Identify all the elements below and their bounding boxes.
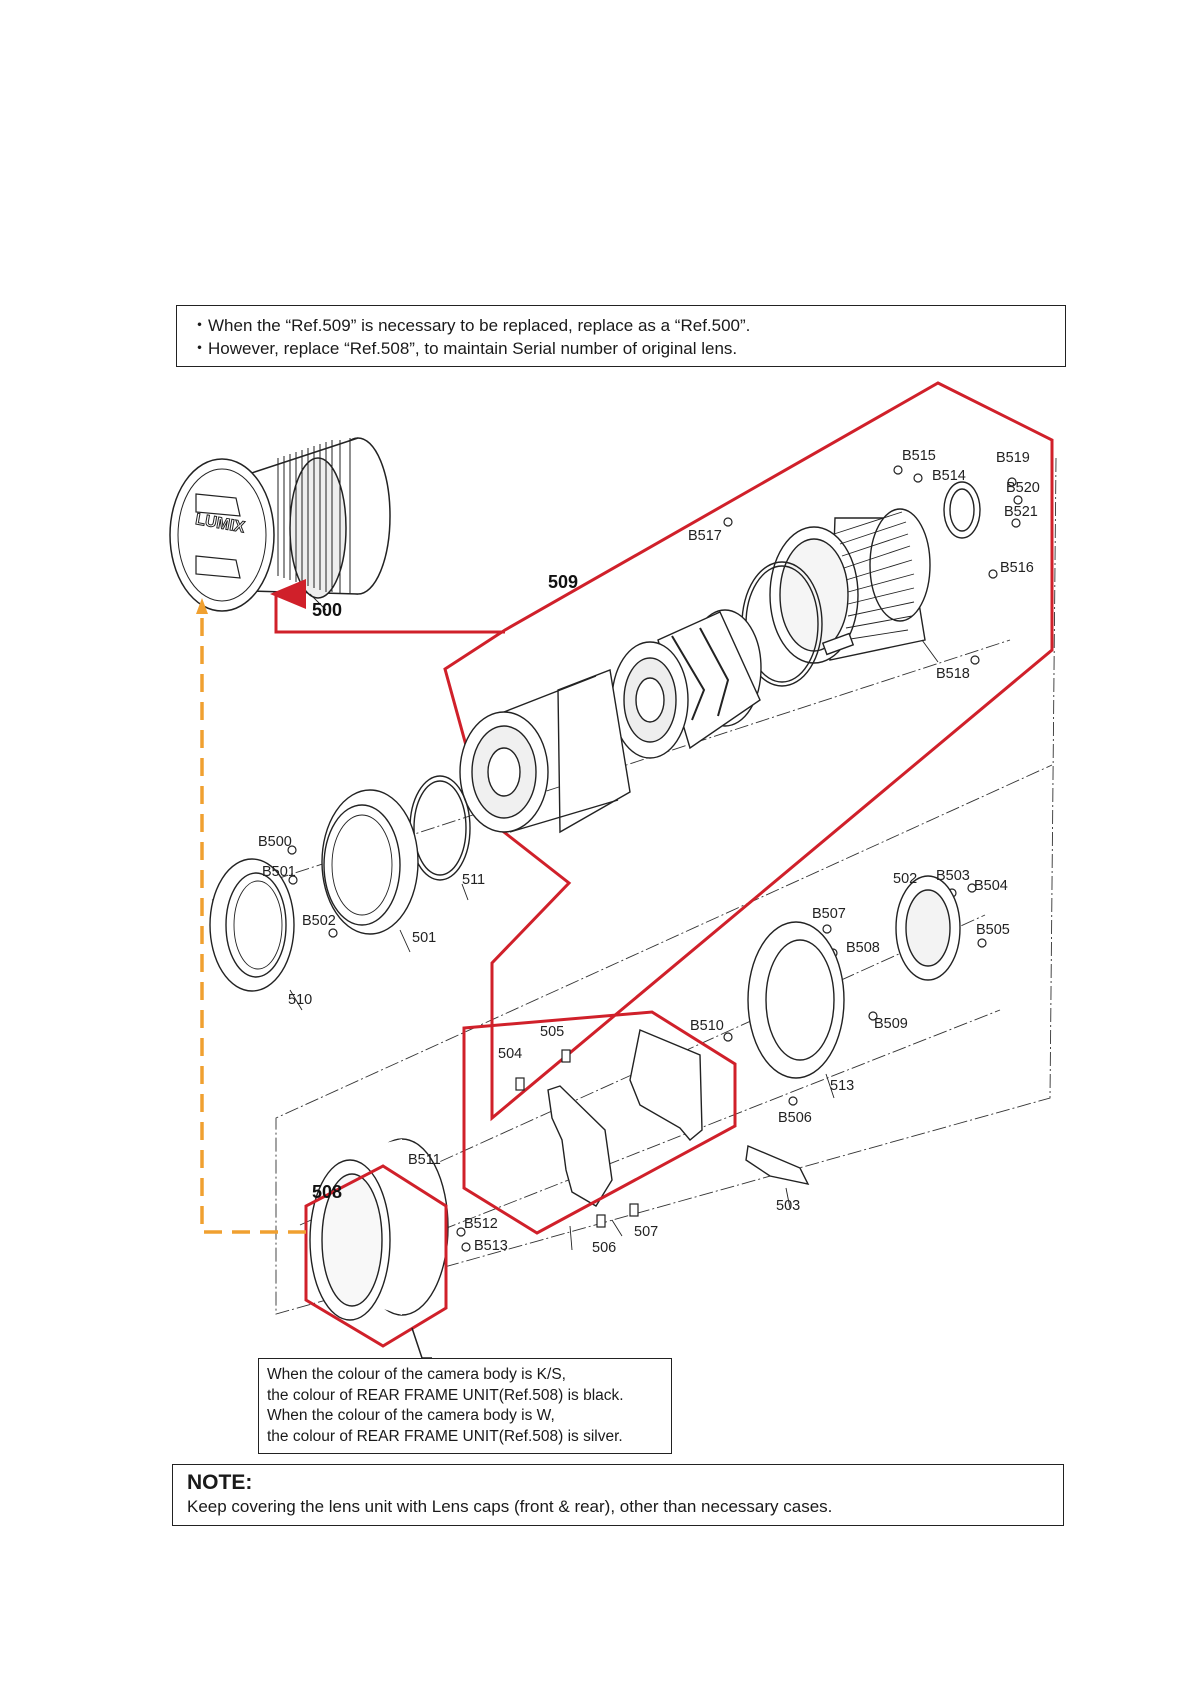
replacement-note-line-1: ・When the “Ref.509” is necessary to be r…	[191, 316, 751, 335]
label-B518: B518	[936, 666, 970, 682]
label-B505: B505	[976, 922, 1010, 938]
label-B501: B501	[262, 864, 296, 880]
label-B514: B514	[932, 468, 966, 484]
label-513: 513	[830, 1078, 854, 1094]
label-509: 509	[548, 572, 578, 592]
label-503: 503	[776, 1198, 800, 1214]
label-B508: B508	[846, 940, 880, 956]
label-B503: B503	[936, 868, 970, 884]
replacement-note: ・When the “Ref.509” is necessary to be r…	[176, 305, 1066, 367]
label-B517: B517	[688, 528, 722, 544]
colour-note-line-4: the colour of REAR FRAME UNIT(Ref.508) i…	[267, 1427, 623, 1445]
flex-plate	[629, 1029, 703, 1141]
label-500: 500	[312, 600, 342, 620]
label-B506: B506	[778, 1110, 812, 1126]
label-B513: B513	[474, 1238, 508, 1254]
label-B507: B507	[812, 906, 846, 922]
label-504: 504	[498, 1046, 522, 1062]
label-511: 511	[462, 872, 485, 888]
label-B500: B500	[258, 834, 292, 850]
lens-unit-509-parts	[209, 481, 981, 992]
lens-500: LUMIX	[169, 437, 391, 612]
label-B509: B509	[874, 1016, 908, 1032]
label-505: 505	[540, 1024, 564, 1040]
label-506: 506	[592, 1240, 616, 1256]
screws	[287, 465, 1023, 1252]
assembly-508-outline	[304, 1164, 448, 1348]
label-507: 507	[634, 1224, 658, 1240]
note-body: Keep covering the lens unit with Lens ca…	[187, 1497, 833, 1516]
label-510: 510	[288, 992, 312, 1008]
replacement-note-line-2: ・However, replace “Ref.508”, to maintain…	[191, 339, 738, 358]
label-508: 508	[312, 1182, 342, 1202]
label-502: 502	[893, 871, 917, 887]
label-B520: B520	[1006, 480, 1040, 496]
label-B516: B516	[1000, 560, 1034, 576]
colour-note-line-3: When the colour of the camera body is W,	[267, 1407, 555, 1424]
assembly-509-outline	[443, 381, 1054, 1122]
colour-note-callout	[411, 1327, 432, 1359]
handling-note: NOTE: Keep covering the lens unit with L…	[172, 1464, 1064, 1526]
colour-note-line-2: the colour of REAR FRAME UNIT(Ref.508) i…	[267, 1386, 624, 1404]
colour-note-line-1: When the colour of the camera body is K/…	[267, 1366, 566, 1383]
label-B515: B515	[902, 448, 936, 464]
label-B502: B502	[302, 913, 336, 929]
replace-508-arrow	[200, 612, 306, 1234]
replace-508-arrowhead	[196, 598, 208, 614]
label-B510: B510	[690, 1018, 724, 1034]
front-lens-cap	[169, 458, 275, 612]
replace-with-500-arrow	[270, 579, 505, 634]
flex-assembly-outline	[462, 1010, 737, 1235]
label-B512: B512	[464, 1216, 498, 1232]
note-title: NOTE:	[187, 1471, 253, 1494]
rear-group-parts	[309, 875, 961, 1321]
colour-variant-note: When the colour of the camera body is K/…	[258, 1358, 672, 1454]
label-B519: B519	[996, 450, 1030, 466]
label-501: 501	[412, 930, 436, 946]
leader-lines	[289, 593, 939, 1251]
label-B504: B504	[974, 878, 1008, 894]
label-B511: B511	[408, 1152, 441, 1168]
label-B521: B521	[1004, 504, 1038, 520]
